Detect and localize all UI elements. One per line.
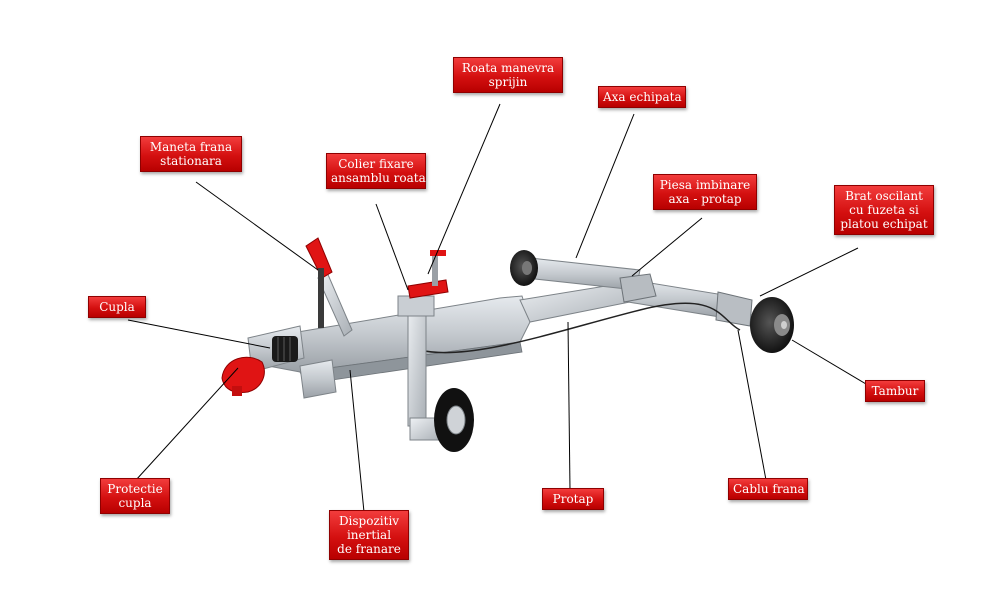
label-tambur: Tambur <box>865 380 925 402</box>
swing-arm <box>715 291 753 327</box>
label-cupla: Cupla <box>88 296 146 318</box>
handbrake-grip <box>305 237 333 279</box>
right-drum <box>750 297 794 353</box>
label-axa-echipata: Axa echipata <box>598 86 686 108</box>
label-dispozitiv-inertial: Dispozitiv inertial de franare <box>329 510 409 560</box>
label-maneta-frana: Maneta frana stationara <box>140 136 242 172</box>
label-protectie-cupla: Protectie cupla <box>100 478 170 514</box>
label-colier-fixare: Colier fixare ansamblu roata <box>326 153 426 189</box>
inertia-plate <box>299 359 337 399</box>
label-cablu-frana: Cablu frana <box>728 478 808 500</box>
coupling-protector <box>221 356 265 393</box>
jockey-clamp <box>397 295 435 317</box>
leader-lines <box>127 103 867 513</box>
label-brat-oscilant: Brat oscilant cu fuzeta si platou echipa… <box>834 185 934 235</box>
brake-cable <box>419 302 741 354</box>
label-piesa-imbinare: Piesa imbinare axa - protap <box>653 174 757 210</box>
label-roata-manevra: Roata manevra sprijin <box>453 57 563 93</box>
jockey-handle <box>407 279 449 299</box>
label-protap: Protap <box>542 488 604 510</box>
axle-joint <box>619 273 657 303</box>
bellows <box>272 336 298 362</box>
drawbar-beam <box>261 295 531 373</box>
